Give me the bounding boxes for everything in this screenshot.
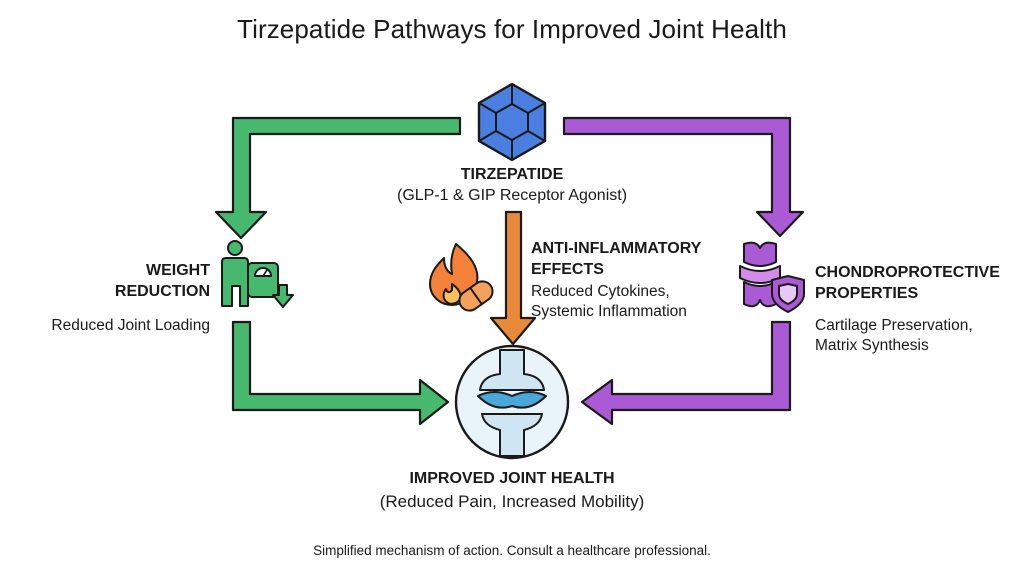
weight-reduction-label: WEIGHT REDUCTION [60, 260, 210, 302]
flame-pill-icon [429, 243, 494, 312]
diagram-title: Tirzepatide Pathways for Improved Joint … [237, 14, 787, 44]
tirzepatide-subtitle: (GLP-1 & GIP Receptor Agonist) [396, 187, 628, 204]
anti-inflammatory-label-line1: ANTI-INFLAMMATORY [531, 240, 702, 257]
weight-reduction-label-line2: REDUCTION [114, 283, 210, 300]
person-scale-icon [221, 240, 294, 308]
purple-arrow-top [562, 116, 805, 238]
anti-inflammatory-detail-line2: Systemic Inflammation [531, 303, 687, 320]
chondroprotective-label-line1: CHONDROPROTECTIVE [815, 264, 1000, 281]
purple-arrow-bottom [580, 320, 792, 426]
chondroprotective-detail-line1: Cartilage Preservation, [815, 317, 973, 334]
green-arrow-bottom [231, 320, 450, 426]
anti-inflammatory-label-line2: EFFECTS [531, 261, 604, 278]
orange-arrow [489, 210, 537, 346]
purple-pathway [562, 116, 805, 426]
green-arrow-top [214, 116, 462, 240]
tirzepatide-label: TIRZEPATIDE [460, 166, 564, 183]
disclaimer-footer: Simplified mechanism of action. Consult … [313, 543, 711, 558]
anti-inflammatory-label: ANTI-INFLAMMATORY EFFECTS [531, 238, 751, 280]
weight-reduction-detail: Reduced Joint Loading [51, 317, 210, 334]
green-pathway [214, 116, 462, 426]
hexagon-molecule-icon [477, 82, 547, 162]
chondroprotective-label: CHONDROPROTECTIVE PROPERTIES [815, 262, 1015, 304]
anti-inflammatory-detail-line1: Reduced Cytokines, [531, 283, 670, 300]
anti-inflammatory-detail: Reduced Cytokines, Systemic Inflammation [531, 282, 751, 322]
cartilage-shield-icon [739, 241, 805, 313]
chondroprotective-label-line2: PROPERTIES [815, 285, 919, 302]
chondroprotective-detail-line2: Matrix Synthesis [815, 337, 929, 354]
chondroprotective-detail: Cartilage Preservation, Matrix Synthesis [815, 316, 1015, 356]
knee-joint-icon [454, 344, 570, 460]
outcome-subtitle: (Reduced Pain, Increased Mobility) [379, 492, 645, 511]
outcome-label: IMPROVED JOINT HEALTH [409, 470, 615, 487]
weight-reduction-label-line1: WEIGHT [146, 262, 210, 279]
